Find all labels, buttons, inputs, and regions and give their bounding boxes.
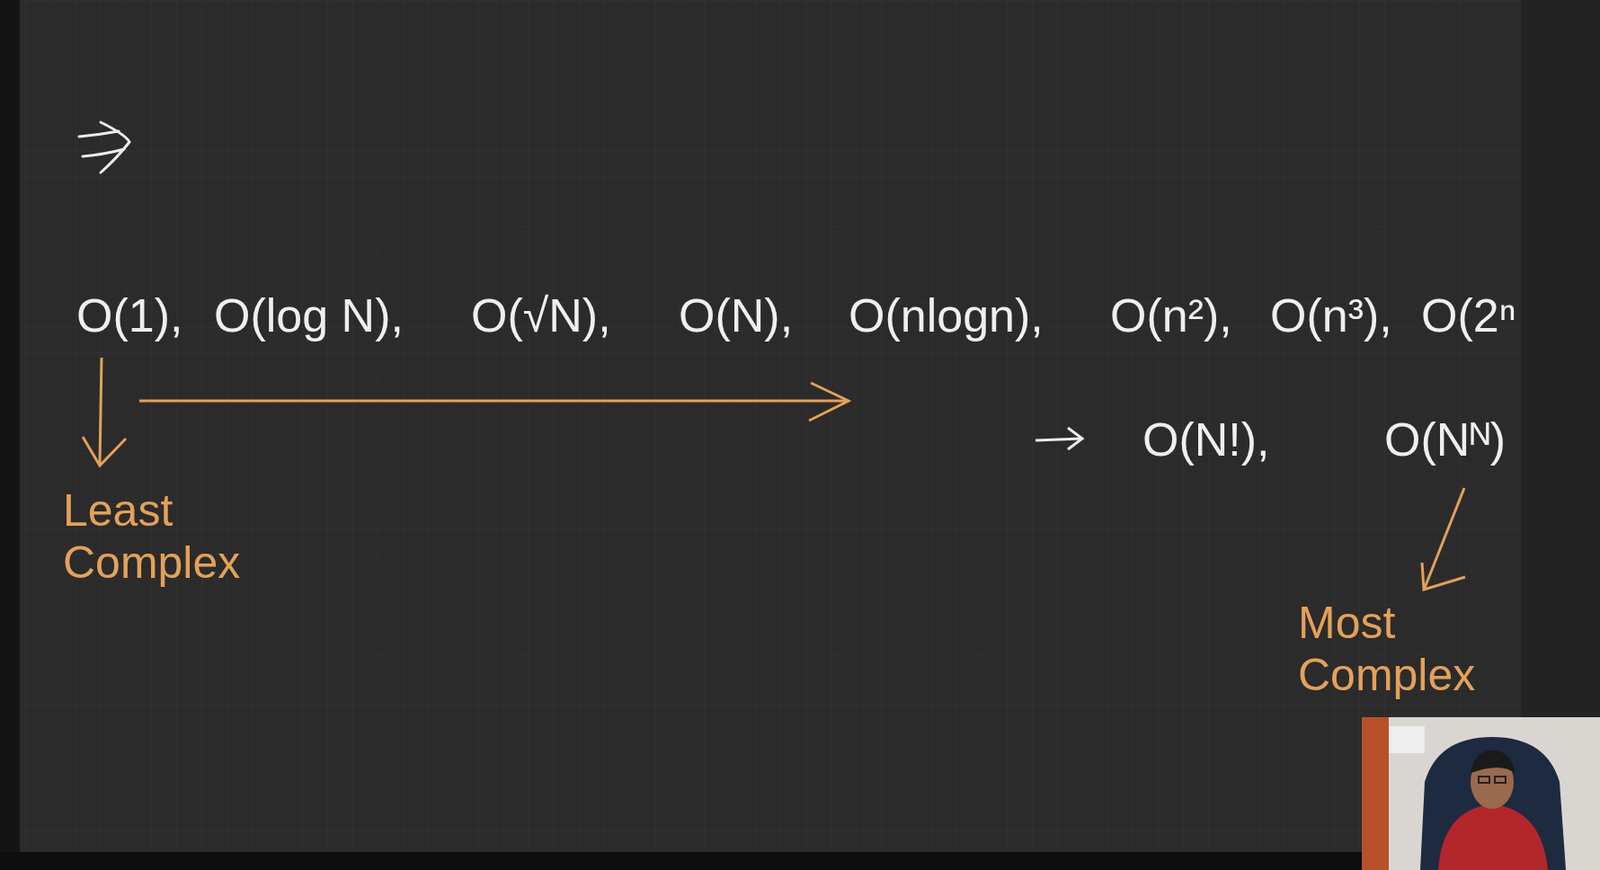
complexity-label: O(n²), <box>1110 289 1233 344</box>
leader-arrow <box>99 357 102 464</box>
progress-arrow <box>139 400 849 403</box>
complexity-label: O(√N), <box>471 289 612 344</box>
complexity-label: O(2ⁿ <box>1421 289 1517 344</box>
implies-symbol <box>79 122 130 173</box>
complexity-label: O(nlogn), <box>848 289 1044 344</box>
progress-arrowhead <box>808 382 849 421</box>
complexity-label: O(Nᴺ) <box>1384 413 1506 468</box>
webcam-overlay <box>1361 717 1600 870</box>
continue-arrow <box>1035 438 1082 441</box>
annotation-label: Least Complex <box>62 485 261 589</box>
complexity-label: O(1), <box>76 289 183 344</box>
leader-arrowhead <box>1422 562 1466 590</box>
complexity-label: O(N), <box>678 289 793 344</box>
continue-arrowhead <box>1067 427 1083 450</box>
leader-arrowhead <box>82 436 126 466</box>
complexity-label: O(n³), <box>1270 289 1393 344</box>
grid <box>19 0 1521 853</box>
annotation-label: Most Complex <box>1297 597 1496 702</box>
leader-arrow <box>1424 488 1465 588</box>
complexity-label: O(N!), <box>1142 413 1271 468</box>
board <box>19 0 1521 853</box>
bottom-strip <box>0 852 1362 870</box>
complexity-label: O(log N), <box>213 289 404 344</box>
